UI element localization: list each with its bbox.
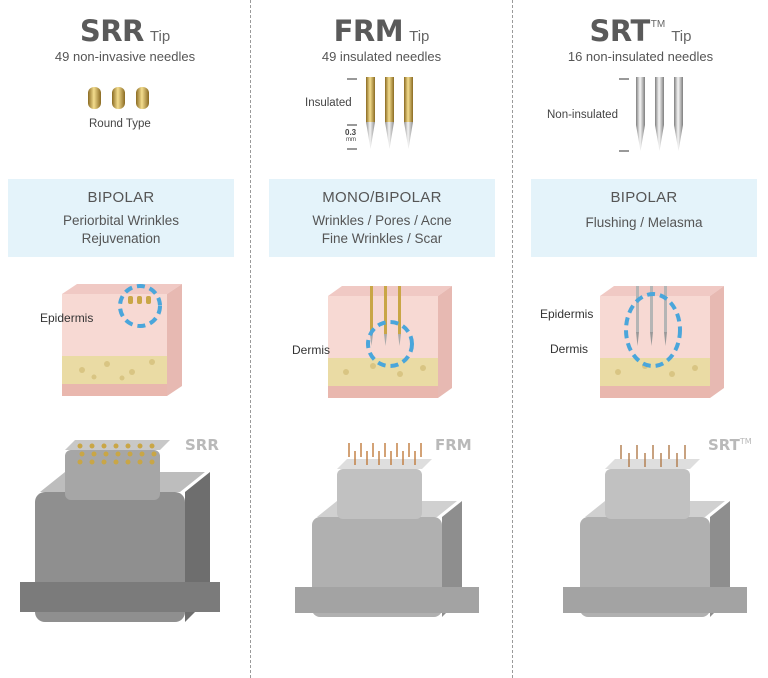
- dermis-label: Dermis: [292, 343, 330, 357]
- tip-title: SRTTM Tip: [513, 14, 768, 48]
- device-name: SRR: [185, 436, 219, 454]
- mode-box: BIPOLAR Flushing / Melasma: [531, 179, 757, 257]
- epidermis-label: Epidermis: [40, 311, 94, 325]
- device-label: FRM: [435, 436, 472, 454]
- scale-marks: [347, 78, 357, 150]
- frm-handpiece-image: [295, 443, 479, 617]
- non-insulated-needle-icon: [636, 77, 683, 151]
- device-name: FRM: [435, 436, 472, 454]
- round-needle-icon: [88, 87, 149, 109]
- epidermis-label: Epidermis: [540, 307, 594, 321]
- column-srt: SRTTMTip 16 non-insulated needles Non-in…: [513, 0, 768, 678]
- device-name: SRT: [708, 436, 740, 454]
- mode-box: BIPOLAR Periorbital Wrinkles Rejuvenatio…: [8, 179, 234, 257]
- mode-label: BIPOLAR: [610, 189, 678, 206]
- tip-word: Tip: [409, 28, 430, 45]
- insulated-needle-icon: [366, 77, 413, 149]
- device-trademark: TM: [739, 437, 752, 446]
- needle-count: 16 non-insulated needles: [567, 49, 714, 64]
- indication-line: Periorbital Wrinkles: [62, 213, 180, 228]
- skin-cross-section: [62, 284, 182, 396]
- trademark-mark: TM: [650, 19, 666, 30]
- mode-label: BIPOLAR: [87, 189, 155, 206]
- mode-box: MONO/BIPOLAR Wrinkles / Pores / Acne Fin…: [269, 179, 495, 257]
- device-label: SRR: [185, 436, 219, 454]
- indication-line: Rejuvenation: [81, 231, 161, 246]
- scale-marks: [619, 78, 629, 152]
- device-label: SRTTM: [708, 436, 752, 454]
- srt-handpiece-image: [563, 445, 747, 617]
- dermis-label: Dermis: [550, 342, 588, 356]
- indication-line: Wrinkles / Pores / Acne: [312, 213, 452, 228]
- insulated-label: Insulated: [305, 97, 352, 109]
- skin-cross-section: [600, 286, 724, 398]
- depth-value: 0.3: [345, 128, 357, 137]
- tip-word: Tip: [671, 28, 692, 45]
- column-divider-right: [512, 0, 513, 678]
- mode-label: MONO/BIPOLAR: [322, 189, 442, 206]
- skin-cross-section: [328, 286, 452, 398]
- srr-handpiece-image: [20, 440, 220, 622]
- indication-line: Fine Wrinkles / Scar: [321, 231, 443, 246]
- tip-title: FRM Tip: [251, 14, 512, 48]
- indication-line: Flushing / Melasma: [585, 215, 703, 230]
- non-insulated-label: Non-insulated: [547, 109, 618, 121]
- round-type-label: Round Type: [89, 118, 151, 130]
- tip-name: FRM: [333, 14, 404, 48]
- tip-word: Tip: [149, 28, 171, 45]
- needle-count: 49 non-invasive needles: [54, 49, 196, 64]
- column-frm: FRM Tip 49 insulated needles Insulated 0.…: [251, 0, 512, 678]
- tip-name: SRT: [589, 14, 651, 48]
- depth-unit: mm: [346, 137, 356, 143]
- column-divider-left: [250, 0, 251, 678]
- needle-count: 49 insulated needles: [321, 49, 442, 64]
- tip-name: SRR: [79, 14, 145, 48]
